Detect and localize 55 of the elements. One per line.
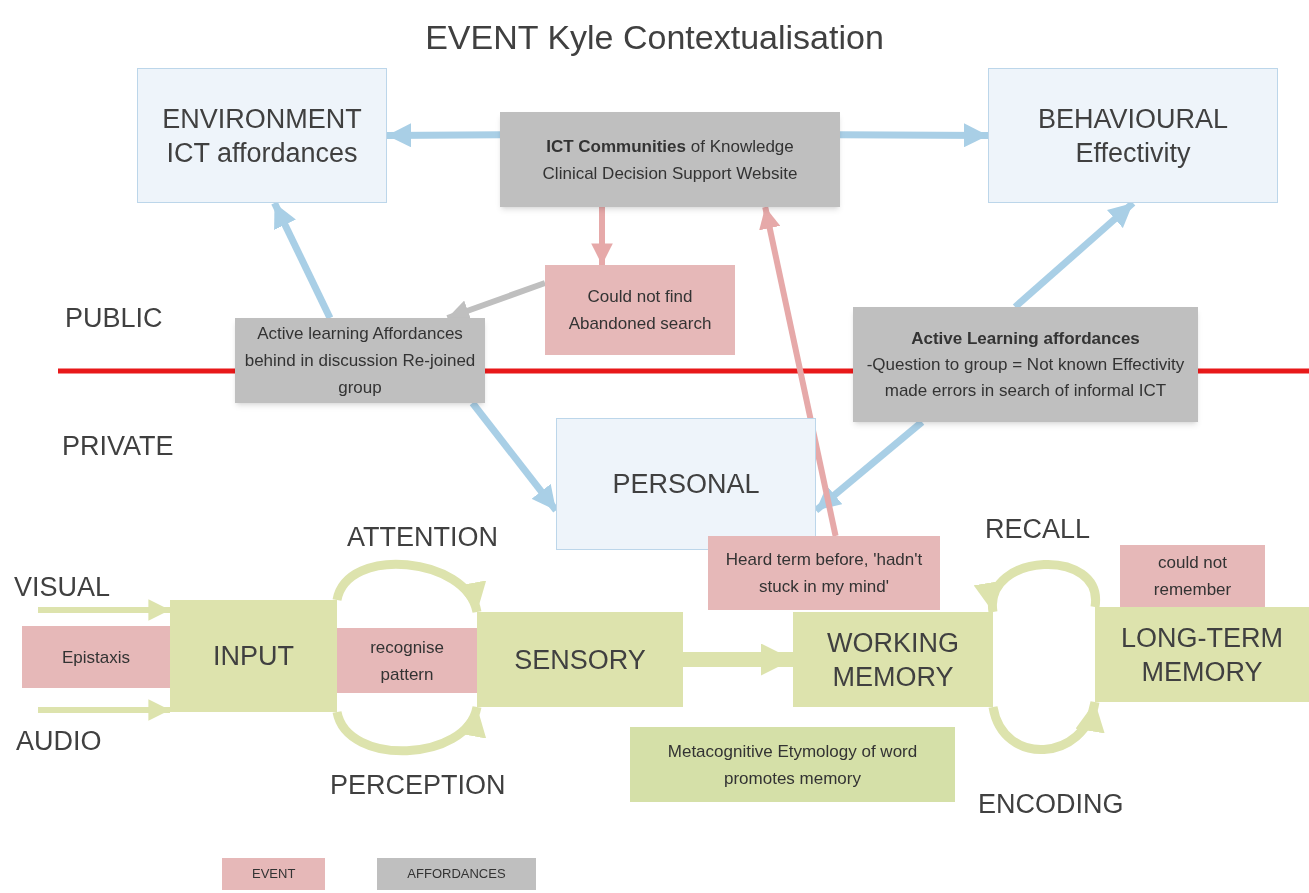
process-box — [1095, 607, 1309, 702]
event-box — [22, 626, 170, 688]
context-box — [988, 68, 1278, 203]
affordance-box — [235, 318, 485, 403]
process-box — [170, 600, 337, 712]
box-text: SENSORY — [514, 643, 646, 677]
box-text: ICT Communities of Knowledge — [546, 135, 794, 158]
arrow — [38, 599, 170, 621]
process-box — [793, 612, 993, 707]
arrow — [386, 123, 501, 148]
event-box — [545, 265, 735, 355]
arrow — [759, 206, 839, 537]
box-text: BEHAVIOURAL Effectivity — [1036, 102, 1230, 170]
arrow — [446, 280, 546, 321]
box-text: -Question to group = Not known Effectivity made errors in search of informal ICT — [865, 353, 1186, 402]
box-text: ENVIRONMENT ICT affordances — [161, 102, 363, 170]
affordance-box — [853, 307, 1198, 422]
legend-swatch: AFFORDANCES — [377, 858, 536, 890]
region-label: PUBLIC — [65, 302, 163, 335]
box-heading: Active Learning affordances — [911, 327, 1140, 350]
box-text: could not remember — [1152, 552, 1233, 601]
region-label: RECALL — [985, 513, 1091, 546]
box-text: Could not find Abandoned search — [567, 286, 713, 335]
box-text: WORKING MEMORY — [826, 626, 960, 694]
box-text: recognise pattern — [369, 636, 445, 686]
region-label: VISUAL — [14, 571, 111, 604]
box-text: Metacognitive Etymology of word promotes memory — [666, 740, 919, 790]
box-text: PERSONAL — [612, 468, 760, 501]
context-box — [556, 418, 816, 550]
region-label: PRIVATE — [62, 430, 174, 463]
region-label: ATTENTION — [347, 521, 498, 554]
box-text: Heard term before, 'hadn't stuck in my mind' — [724, 549, 924, 598]
affordance-box — [500, 112, 840, 207]
box-text: Active learning Affordances behind in discussion Re-joined group — [243, 323, 477, 399]
box-text: INPUT — [213, 640, 294, 673]
region-label: PERCEPTION — [330, 769, 506, 802]
context-box — [137, 68, 387, 203]
region-label: ENCODING — [978, 788, 1124, 821]
diagram-title: EVENT Kyle Contextualisation — [425, 17, 884, 58]
arrow — [38, 699, 170, 721]
arrow — [683, 643, 793, 676]
box-text: Epistaxis — [62, 646, 130, 669]
process-box — [477, 612, 683, 707]
arrow — [988, 700, 1102, 754]
note-box — [630, 727, 955, 802]
region-label: AUDIO — [16, 725, 102, 758]
box-text: LONG-TERM MEMORY — [1120, 621, 1284, 689]
arrow — [271, 201, 334, 320]
legend-swatch: EVENT — [222, 858, 326, 890]
arrow — [591, 207, 613, 265]
event-box — [1120, 545, 1265, 607]
box-text: Clinical Decision Support Website — [542, 162, 798, 185]
event-box — [708, 536, 940, 610]
arrow — [840, 123, 988, 148]
event-box — [337, 628, 477, 693]
